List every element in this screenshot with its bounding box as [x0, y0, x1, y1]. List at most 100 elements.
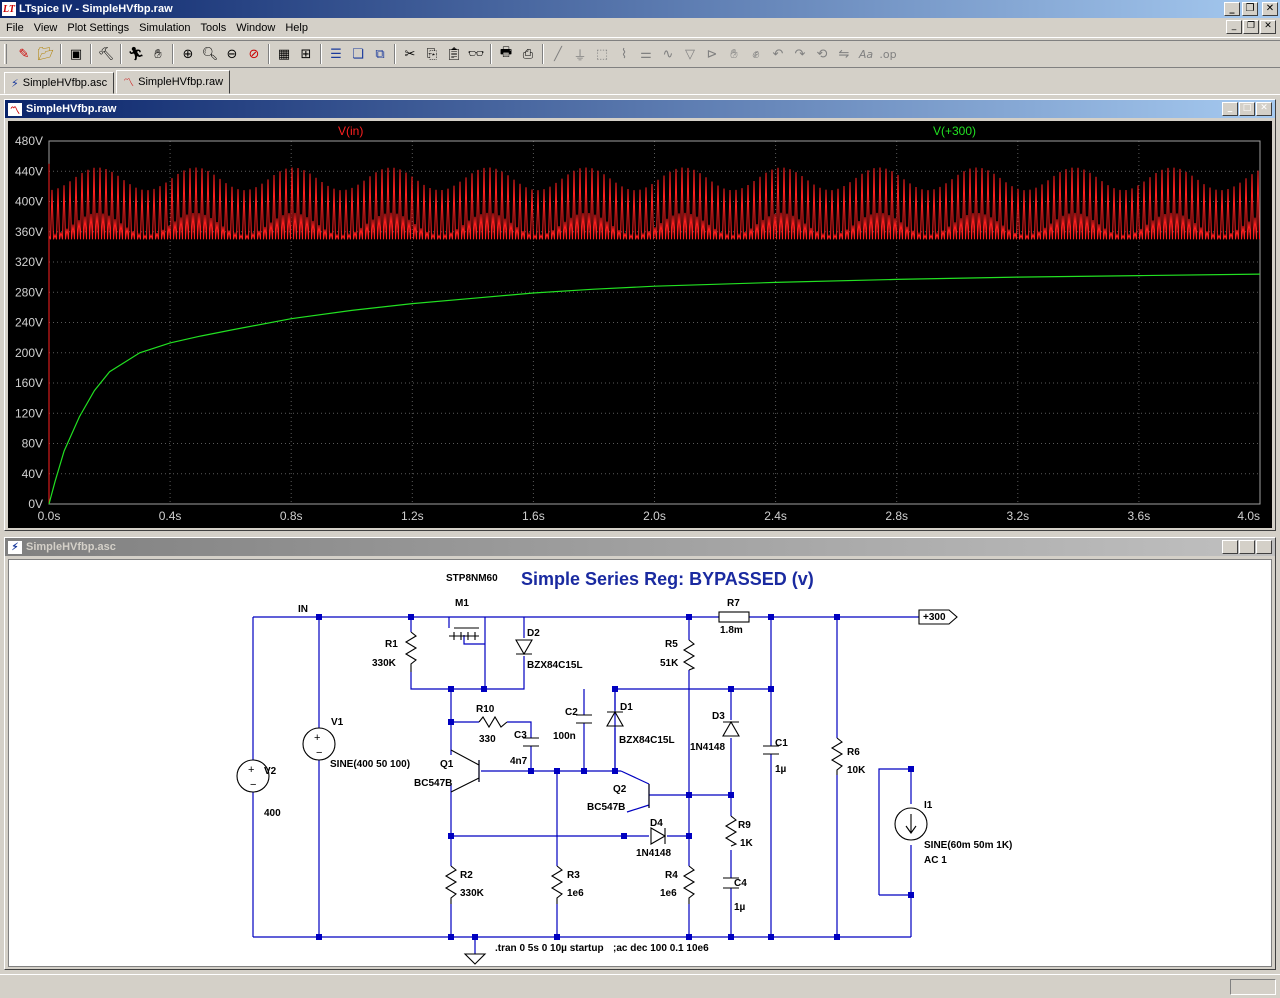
inductor-icon[interactable]: ∿: [662, 46, 674, 62]
paste-icon[interactable]: 📋︎: [445, 46, 463, 62]
autorange-icon[interactable]: ▦: [277, 46, 291, 62]
waveform-window-title-bar[interactable]: 〽︎ SimpleHVfbp.raw _ □ ✕: [5, 100, 1275, 118]
r5-value[interactable]: 51K: [660, 658, 679, 669]
r2-label[interactable]: R2: [460, 870, 473, 881]
spice-directive-tran[interactable]: .tran 0 5s 0 10µ startup: [495, 943, 604, 954]
rotate-icon[interactable]: ⟲: [816, 46, 828, 62]
mdi-close-button[interactable]: ✕: [1260, 20, 1276, 34]
d4-value[interactable]: 1N4148: [636, 848, 671, 859]
tile-vertical-icon[interactable]: ⧉: [375, 46, 385, 62]
save-icon[interactable]: ▣: [69, 46, 83, 62]
schematic-maximize-button[interactable]: □: [1239, 540, 1255, 554]
r3-label[interactable]: R3: [567, 870, 580, 881]
d2-value[interactable]: BZX84C15L: [527, 660, 583, 671]
i1-ac-value[interactable]: AC 1: [924, 855, 947, 866]
v2-label[interactable]: V2: [264, 766, 277, 777]
d4-label[interactable]: D4: [650, 818, 663, 829]
zoom-in-icon[interactable]: ⊕: [182, 46, 194, 62]
redo-icon[interactable]: ↷: [794, 46, 806, 62]
d2-label[interactable]: D2: [527, 628, 540, 639]
mirror-icon[interactable]: ⇋: [838, 46, 850, 62]
r9-value[interactable]: 1K: [740, 838, 754, 849]
spice-directive-icon[interactable]: .op: [879, 47, 897, 61]
label-net-icon[interactable]: ⬚: [595, 46, 609, 62]
r1-value[interactable]: 330K: [372, 658, 397, 669]
tab-schematic[interactable]: ⚡︎ SimpleHVfbp.asc: [4, 72, 115, 94]
pan-icon[interactable]: 🔍︎: [201, 46, 219, 62]
r4-value[interactable]: 1e6: [660, 888, 677, 899]
print-icon[interactable]: ⎙: [522, 46, 534, 62]
d3-label[interactable]: D3: [712, 711, 725, 722]
tile-horizontal-icon[interactable]: ☰: [330, 46, 342, 62]
component-icon[interactable]: ⊳: [706, 46, 718, 62]
close-button[interactable]: ✕: [1262, 2, 1278, 16]
zoom-full-icon[interactable]: ⊞: [300, 46, 312, 62]
waveform-close-button[interactable]: ✕: [1256, 102, 1272, 116]
ground-icon[interactable]: ⏚: [573, 48, 587, 64]
c2-label[interactable]: C2: [565, 707, 578, 718]
c1-label[interactable]: C1: [775, 738, 788, 749]
m1-label[interactable]: M1: [455, 598, 469, 609]
v1-label[interactable]: V1: [331, 717, 344, 728]
r2-value[interactable]: 330K: [460, 888, 485, 899]
net-label-out[interactable]: +300: [923, 612, 946, 623]
i1-value[interactable]: SINE(60m 50m 1K): [924, 840, 1012, 851]
r10-label[interactable]: R10: [476, 704, 495, 715]
mdi-minimize-button[interactable]: _: [1226, 20, 1242, 34]
menu-window[interactable]: Window: [236, 21, 276, 34]
waveform-minimize-button[interactable]: _: [1222, 102, 1238, 116]
undo-icon[interactable]: ↶: [772, 46, 784, 62]
r10-value[interactable]: 330: [479, 734, 496, 745]
copy-icon[interactable]: ⎘: [426, 46, 438, 62]
d3-value[interactable]: 1N4148: [690, 742, 725, 753]
menu-simulation[interactable]: Simulation: [139, 21, 191, 34]
r3-value[interactable]: 1e6: [567, 888, 584, 899]
open-icon[interactable]: 📂︎: [37, 46, 55, 62]
print-preview-icon[interactable]: 🖶︎: [499, 45, 513, 60]
c1-value[interactable]: 1µ: [775, 764, 787, 775]
find-icon[interactable]: 👓︎: [467, 46, 485, 62]
schematic-window-title-bar[interactable]: ⚡︎ SimpleHVfbp.asc _ □ ✕: [5, 538, 1275, 556]
title-bar[interactable]: LT LTspice IV - SimpleHVfbp.raw _ ❐ ✕: [0, 0, 1280, 18]
r9-label[interactable]: R9: [738, 820, 751, 831]
control-panel-icon[interactable]: 🔨︎: [97, 46, 115, 62]
minimize-button[interactable]: _: [1224, 2, 1240, 16]
spice-directive-ac[interactable]: ;ac dec 100 0.1 10e6: [613, 943, 709, 954]
menu-tools[interactable]: Tools: [200, 21, 227, 34]
c3-label[interactable]: C3: [514, 730, 527, 741]
i1-label[interactable]: I1: [924, 800, 933, 811]
mdi-restore-button[interactable]: ❐: [1243, 20, 1259, 34]
zoom-cancel-icon[interactable]: ⊘: [248, 46, 260, 62]
c2-value[interactable]: 100n: [553, 731, 576, 742]
menu-view[interactable]: View: [33, 21, 58, 34]
r1-label[interactable]: R1: [385, 639, 398, 650]
cut-icon[interactable]: ✂: [404, 46, 416, 62]
v2-value[interactable]: 400: [264, 808, 281, 819]
schematic-drawing[interactable]: + − + −: [9, 560, 1271, 966]
d1-value[interactable]: BZX84C15L: [619, 735, 675, 746]
menu-plot-settings[interactable]: Plot Settings: [67, 21, 130, 34]
cascade-icon[interactable]: ❏: [352, 46, 364, 62]
q1-label[interactable]: Q1: [440, 759, 454, 770]
r5-label[interactable]: R5: [665, 639, 678, 650]
halt-icon[interactable]: ✋︎: [154, 46, 162, 62]
zoom-out-icon[interactable]: ⊖: [226, 46, 238, 62]
r7-label[interactable]: R7: [727, 598, 740, 609]
diode-icon[interactable]: ▽: [685, 46, 695, 62]
q2-value[interactable]: BC547B: [587, 802, 625, 813]
c3-value[interactable]: 4n7: [510, 756, 528, 767]
v1-value[interactable]: SINE(400 50 100): [330, 759, 410, 770]
run-icon[interactable]: 🏃︎: [127, 46, 145, 62]
q2-label[interactable]: Q2: [613, 784, 627, 795]
text-icon[interactable]: Aa: [858, 47, 874, 61]
r4-label[interactable]: R4: [665, 870, 678, 881]
d1-label[interactable]: D1: [620, 702, 633, 713]
r6-value[interactable]: 10K: [847, 765, 866, 776]
drag-icon[interactable]: ✊︎: [752, 46, 760, 62]
new-schematic-icon[interactable]: ✎: [18, 46, 30, 62]
menu-help[interactable]: Help: [285, 21, 308, 34]
q1-value[interactable]: BC547B: [414, 778, 452, 789]
toolbar-grip[interactable]: [4, 44, 7, 64]
